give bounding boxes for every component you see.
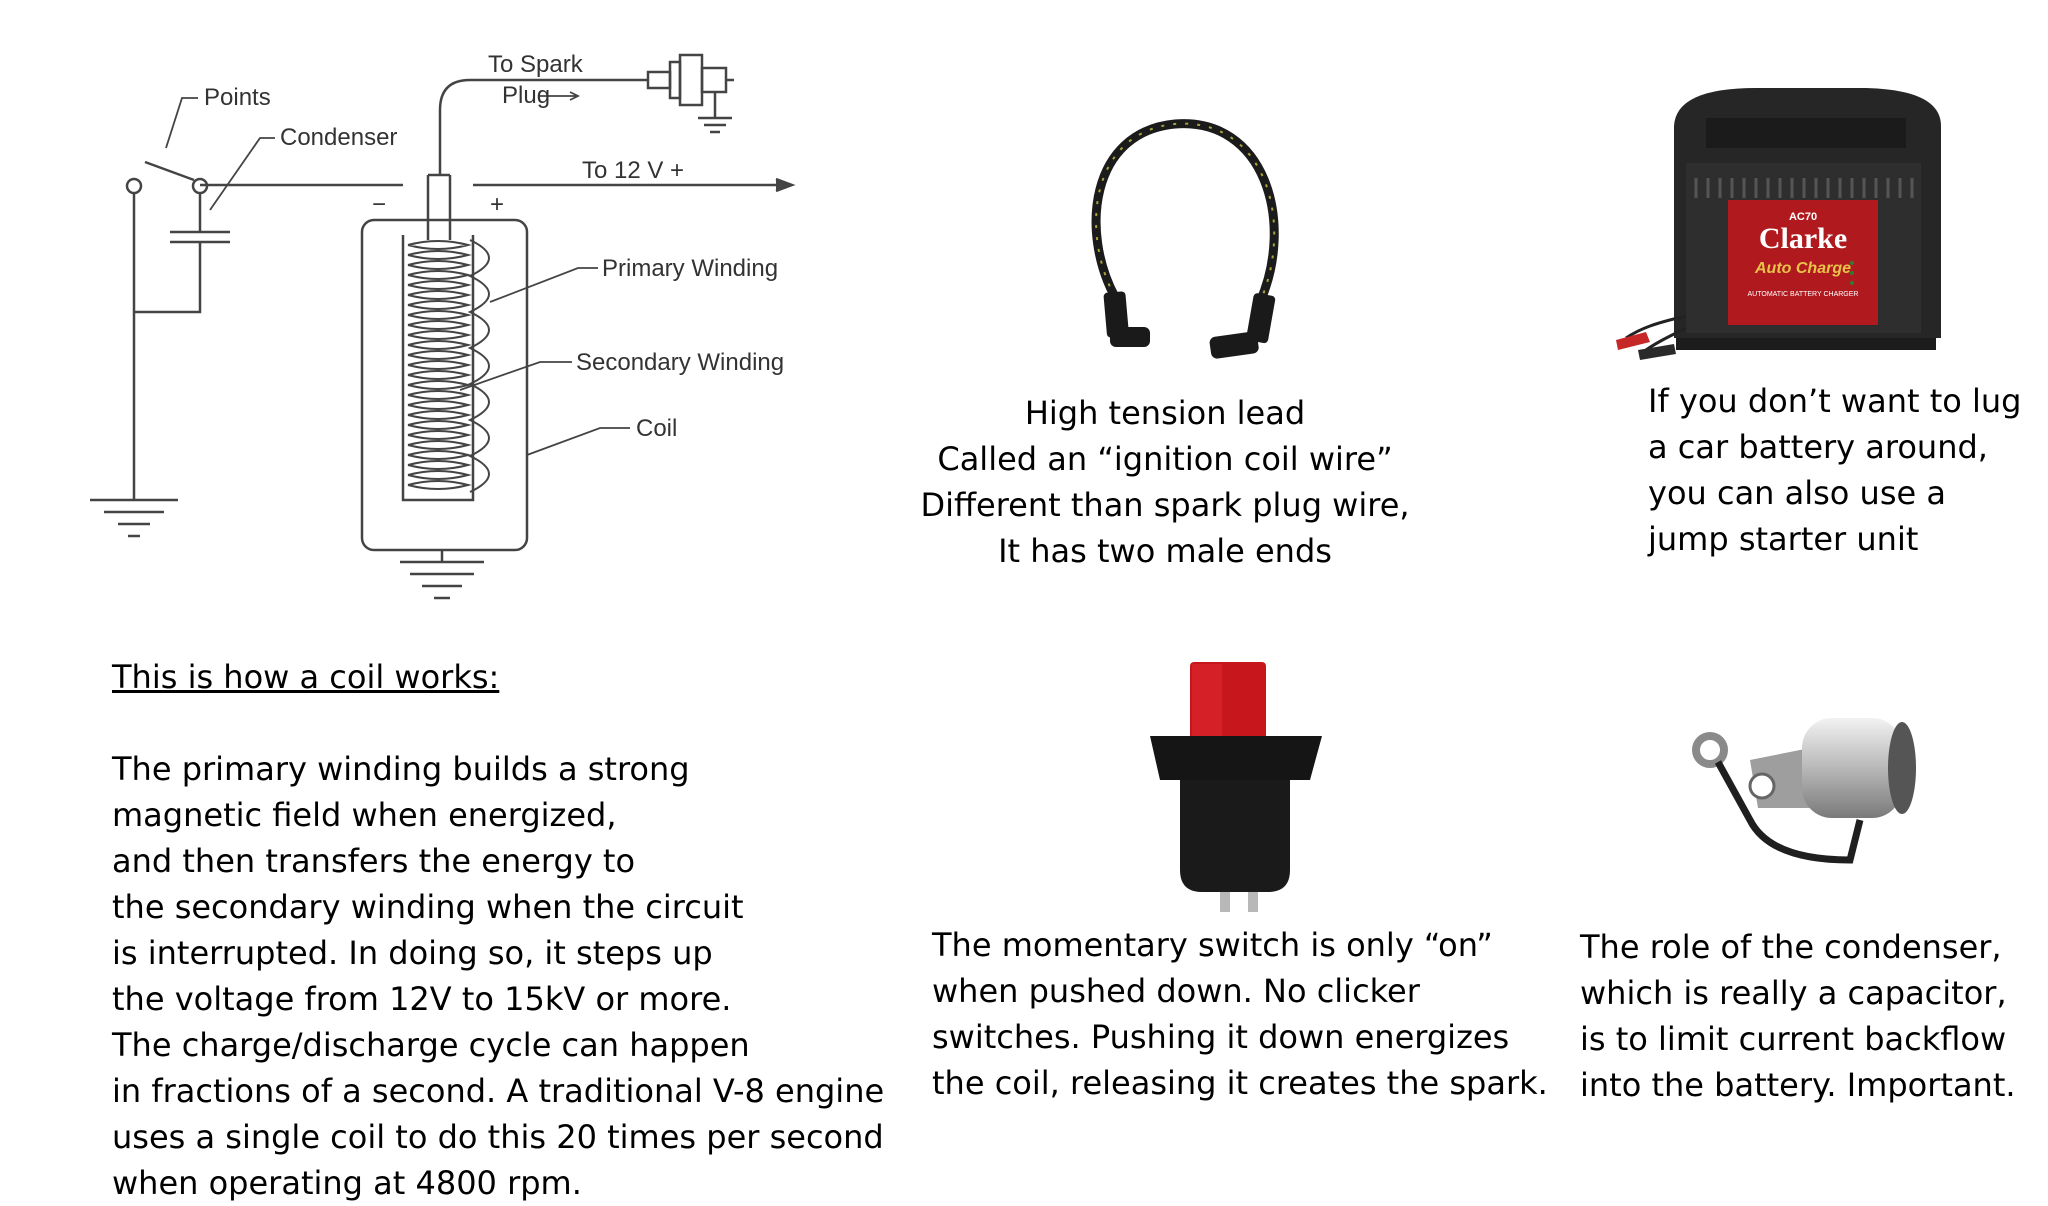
charger-model: AC70 (1789, 211, 1817, 223)
momentary-switch-caption: The momentary switch is only “on” when p… (932, 926, 1548, 1102)
points-arm (144, 160, 195, 182)
to-spark-plug-label-line2: Plug (502, 82, 550, 109)
points-contact-left (125, 177, 143, 195)
spark-plug-wire (438, 78, 648, 175)
high-tension-lead-caption: High tension lead Called an “ignition co… (920, 394, 1410, 570)
coil-body (360, 218, 529, 552)
coil-explanation-heading: This is how a coil works: (112, 658, 500, 696)
ignition-coil-diagram: Points Condenser To Spark Plug To 12 V +… (90, 51, 796, 600)
plus-terminal-label: + (490, 191, 504, 218)
primary-winding-label: Primary Winding (602, 255, 778, 282)
secondary-winding-label: Secondary Winding (576, 349, 784, 376)
primary-winding-coils (467, 239, 490, 493)
condenser-image (1692, 718, 1916, 864)
secondary-winding-coils (407, 240, 472, 490)
charger-product-text: AUTOMATIC BATTERY CHARGER (1748, 291, 1859, 298)
momentary-switch-image (1150, 662, 1322, 912)
high-tension-lead-image (1091, 119, 1279, 359)
charger-brand: Clarke (1759, 222, 1847, 255)
coil-explanation-body: The primary winding builds a strong magn… (112, 750, 885, 1202)
condenser-label: Condenser (280, 124, 397, 151)
charger-sub-brand: Auto Charge (1754, 260, 1851, 277)
minus-terminal-label: − (372, 191, 386, 218)
condenser-caption: The role of the condenser, which is real… (1580, 928, 2016, 1104)
points-label: Points (204, 84, 271, 111)
battery-charger-caption: If you don’t want to lug a car battery a… (1648, 382, 2022, 558)
spark-plug (646, 53, 734, 134)
battery-charger-image: AC70 Clarke Auto Charge AUTOMATIC BATTER… (1616, 88, 1941, 360)
coil-explanation: This is how a coil works: The primary wi… (112, 608, 912, 1206)
to-12v-label: To 12 V + (582, 157, 684, 184)
to-spark-plug-label-line1: To Spark (488, 51, 584, 78)
coil-label: Coil (636, 415, 677, 442)
